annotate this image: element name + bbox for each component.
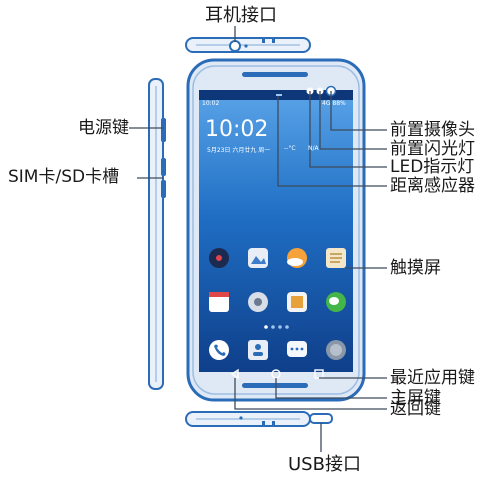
power-key-icon [161,118,166,142]
label-recent-apps-key: 最近应用键 [390,368,475,388]
status-bar-battery: 4G 88% [322,100,346,107]
na-text: N/A [308,145,319,152]
phone-front [186,58,366,402]
label-earphone-jack: 耳机接口 [205,5,277,26]
label-led-indicator: LED指示灯 [390,157,475,177]
phone-icon[interactable] [209,340,229,360]
gallery-icon[interactable] [248,248,268,268]
bottom-edge-view [185,411,333,427]
temperature: --°C [284,145,296,152]
label-power-key: 电源键 [78,118,129,138]
label-usb-port: USB接口 [288,454,361,475]
clock-widget: 10:02 [205,117,269,142]
label-back-key: 返回键 [390,399,441,419]
status-bar-time: 10:02 [202,100,220,107]
touchscreen[interactable] [199,90,353,372]
label-sim-sd-slot: SIM卡/SD卡槽 [8,167,120,187]
side-view [148,78,166,390]
label-front-flash: 前置闪光灯 [390,139,475,159]
label-home-key: 主屏键 [390,388,441,408]
usb-port-icon [309,413,333,424]
date-line: 5月23日 六月廿九 周一 [207,147,271,154]
label-touchscreen: 触摸屏 [390,258,441,278]
label-proximity-sensor: 距离感应器 [390,176,475,196]
top-edge-view [185,37,311,53]
earphone-jack-icon [229,40,241,52]
proximity-sensor-icon [276,94,282,96]
leader-lines [129,26,387,452]
back-key-icon[interactable] [230,368,239,380]
label-front-camera: 前置摄像头 [390,120,475,140]
